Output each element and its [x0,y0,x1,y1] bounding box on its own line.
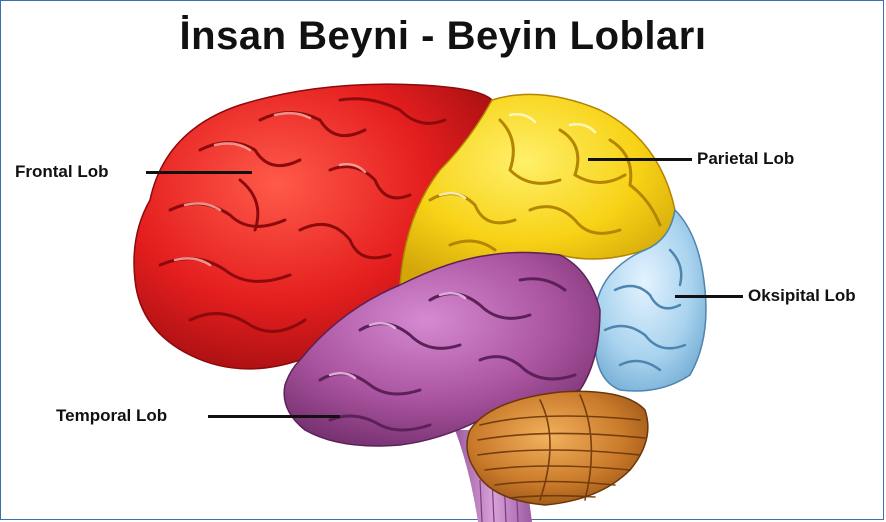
leader-line-oksipital [675,295,743,298]
leader-line-temporal [208,415,340,418]
leader-line-parietal [588,158,692,161]
leader-line-frontal [146,171,252,174]
label-temporal-lob: Temporal Lob [56,406,167,426]
label-parietal-lob: Parietal Lob [697,149,794,169]
label-frontal-lob: Frontal Lob [15,162,108,182]
label-oksipital-lob: Oksipital Lob [748,286,856,306]
